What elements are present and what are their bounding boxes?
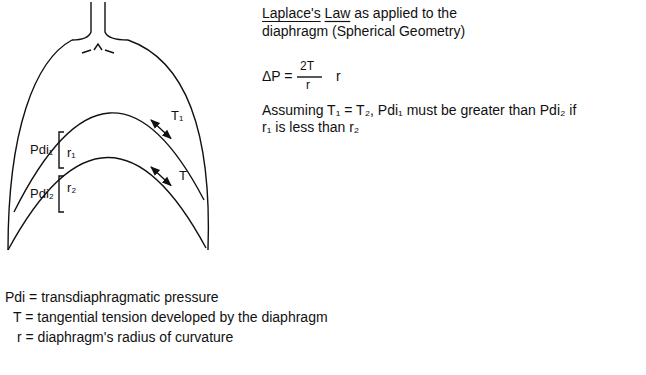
note-text: Assuming T₁ = T₂, Pdi₁ must be greater t… bbox=[262, 102, 582, 136]
trachea-right bbox=[105, 2, 128, 40]
tension-arrow-lower bbox=[151, 167, 171, 186]
tension-label: T bbox=[179, 168, 187, 184]
title-underline bbox=[325, 21, 351, 22]
pressure-label: Pdi₁ bbox=[30, 142, 53, 158]
hilum-mark bbox=[82, 50, 114, 53]
definition-text: Pdi = transdiaphragmatic pressure bbox=[5, 289, 219, 306]
fraction-numerator: 2T bbox=[300, 59, 314, 73]
bracket-upper bbox=[59, 132, 64, 168]
chest-wall-left bbox=[8, 40, 72, 250]
diaphragm-upper bbox=[14, 113, 204, 212]
equation-term: ΔP = bbox=[262, 68, 293, 85]
definition-text: r = diaphragm's radius of curvature bbox=[17, 329, 233, 346]
definition-text: T = tangential tension developed by the … bbox=[13, 309, 328, 326]
title-underline bbox=[262, 21, 321, 22]
diaphragm-lower bbox=[8, 157, 206, 250]
tension-label: T₁ bbox=[171, 108, 183, 124]
pressure-label: Pdi₂ bbox=[30, 186, 54, 202]
tension-arrow-upper bbox=[151, 120, 171, 139]
diagram-title: Laplace's Law as applied to the diaphrag… bbox=[262, 4, 502, 40]
fraction-bar bbox=[297, 76, 322, 77]
carina bbox=[94, 44, 102, 50]
fraction-denominator: r bbox=[306, 78, 310, 92]
radius-label: r₁ bbox=[67, 145, 76, 161]
radius-label: r₂ bbox=[67, 180, 76, 196]
trachea-left bbox=[72, 2, 91, 40]
bracket-lower bbox=[59, 176, 64, 212]
equation-term: r bbox=[336, 68, 341, 85]
